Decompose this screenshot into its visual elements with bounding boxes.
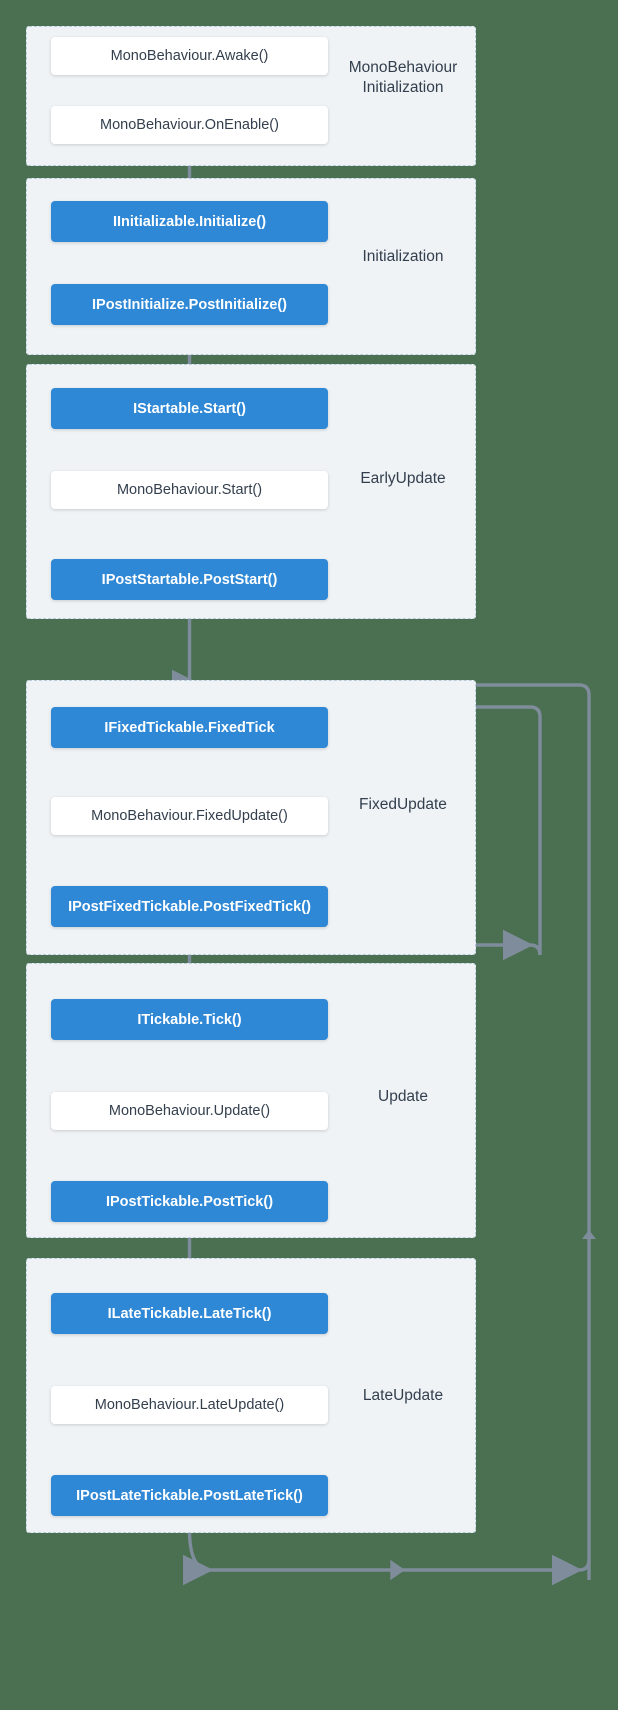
node-ilatetickable: ILateTickable.LateTick() <box>51 1293 328 1334</box>
edge-postlatetick-loop-start <box>182 1529 591 1586</box>
node-awake: MonoBehaviour.Awake() <box>51 37 328 75</box>
node-mb-fixedupdate: MonoBehaviour.FixedUpdate() <box>51 797 328 835</box>
node-iinitializable: IInitializable.Initialize() <box>51 201 328 242</box>
node-mb-start: MonoBehaviour.Start() <box>51 471 328 509</box>
node-iposttickable: IPostTickable.PostTick() <box>51 1181 328 1222</box>
group-label-update: Update <box>378 1088 428 1105</box>
node-ipostfixedtickable: IPostFixedTickable.PostFixedTick() <box>51 886 328 927</box>
group-label-fixed-update: FixedUpdate <box>359 796 447 813</box>
node-ipostinitialize: IPostInitialize.PostInitialize() <box>51 284 328 325</box>
group-label-mb-init: MonoBehaviour Initialization <box>348 59 458 96</box>
group-label-early-update: EarlyUpdate <box>360 470 446 487</box>
group-label-init: Initialization <box>362 248 444 265</box>
node-ifixedtickable: IFixedTickable.FixedTick <box>51 707 328 748</box>
edge-arrowhead-frame-loop-up-marker <box>582 1230 596 1239</box>
node-istartable: IStartable.Start() <box>51 388 328 429</box>
node-mb-update: MonoBehaviour.Update() <box>51 1092 328 1130</box>
node-ipostlatetickable: IPostLateTickable.PostLateTick() <box>51 1475 328 1516</box>
node-itickable: ITickable.Tick() <box>51 999 328 1040</box>
edge-arrowhead-postlatetick-mid-arrow <box>390 1559 405 1581</box>
node-onenable: MonoBehaviour.OnEnable() <box>51 106 328 144</box>
node-ipoststartable: IPostStartable.PostStart() <box>51 559 328 600</box>
node-mb-lateupdate: MonoBehaviour.LateUpdate() <box>51 1386 328 1424</box>
group-label-late-update: LateUpdate <box>362 1387 444 1404</box>
